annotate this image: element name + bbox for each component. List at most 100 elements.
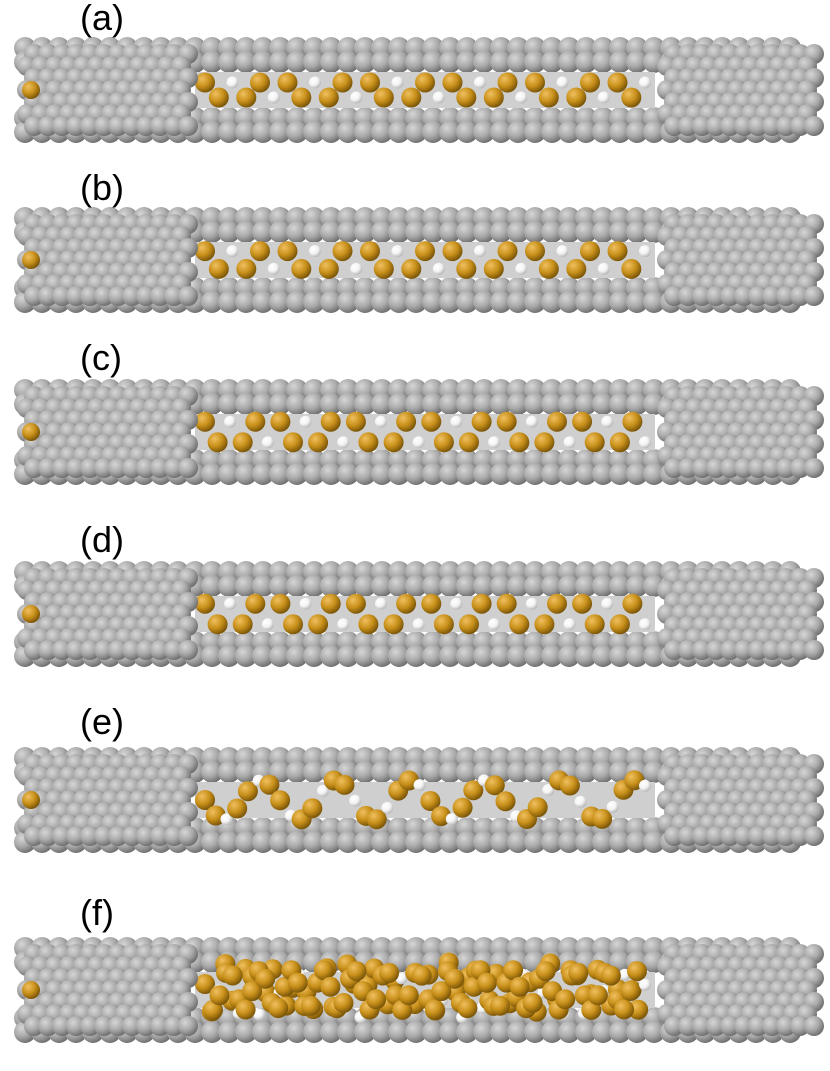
carbon-atom: [592, 121, 614, 143]
sulfur-atom: [401, 87, 422, 108]
carbon-atom: [286, 291, 308, 313]
carbon-atom: [405, 1021, 427, 1043]
carbon-atom: [422, 393, 444, 415]
carbon-atom: [439, 221, 461, 243]
carbon-atom: [575, 393, 597, 415]
sulfur-atom: [277, 72, 298, 93]
carbon-atom: [320, 291, 342, 313]
carbon-atom: [762, 116, 782, 136]
carbon-atom: [439, 291, 461, 313]
carbon-atom: [80, 1016, 100, 1036]
carbon-atom: [664, 640, 684, 660]
carbon-atom: [507, 221, 529, 243]
carbon-atom: [201, 645, 223, 667]
sulfur-atom: [559, 775, 580, 796]
carbon-atom: [80, 286, 100, 306]
carbon-atom: [94, 286, 114, 306]
carbon-atom: [164, 286, 184, 306]
sulfur-atom: [527, 797, 548, 818]
carbon-atom: [748, 286, 768, 306]
sulfur-atom: [584, 614, 605, 635]
carbon-atom: [388, 1021, 410, 1043]
carbon-atom: [405, 645, 427, 667]
sulfur-atom: [227, 798, 248, 819]
sulfur-atom: [463, 780, 484, 801]
carbon-atom: [38, 286, 58, 306]
carbon-atom: [122, 640, 142, 660]
carbon-atom: [405, 51, 427, 73]
sulfur-atom: [547, 411, 567, 432]
sulfur-atom: [300, 995, 321, 1016]
carbon-atom: [269, 1021, 291, 1043]
carbon-atom: [371, 645, 393, 667]
sulfur-atom: [235, 999, 256, 1020]
sulfur-atom: [255, 968, 276, 989]
carbon-atom: [490, 121, 512, 143]
carbon-atom: [303, 761, 325, 783]
sulfur-atom: [302, 798, 323, 819]
carbon-atom: [218, 393, 240, 415]
carbon-atom: [405, 221, 427, 243]
carbon-atom: [150, 286, 170, 306]
carbon-atom: [24, 1016, 44, 1036]
sulfur-atom: [242, 981, 263, 1002]
carbon-atom: [150, 1016, 170, 1036]
sulfur-atom: [568, 962, 589, 983]
carbon-atom: [507, 291, 529, 313]
carbon-atom: [218, 1021, 240, 1043]
sulfur-atom: [459, 614, 479, 635]
carbon-atom: [218, 463, 240, 485]
sulfur-atom: [622, 411, 643, 432]
carbon-atom: [558, 645, 580, 667]
carbon-atom: [473, 221, 495, 243]
carbon-atom: [252, 575, 274, 597]
carbon-atom: [235, 463, 257, 485]
carbon-atom: [558, 51, 580, 73]
carbon-atom: [734, 116, 754, 136]
carbon-atom: [422, 291, 444, 313]
carbon-atom: [804, 826, 824, 846]
carbon-atom: [164, 116, 184, 136]
carbon-atom: [524, 221, 546, 243]
carbon-atom: [473, 831, 495, 853]
sulfur-atom: [566, 258, 587, 279]
carbon-atom: [303, 121, 325, 143]
carbon-atom: [541, 121, 563, 143]
carbon-atom: [178, 286, 198, 306]
carbon-atom: [94, 458, 114, 478]
sulfur-atom: [22, 981, 40, 999]
sulfur-atom: [584, 432, 605, 453]
carbon-atom: [626, 291, 648, 313]
carbon-atom: [66, 458, 86, 478]
sulfur-atom: [496, 411, 517, 432]
sulfur-atom: [268, 998, 289, 1019]
carbon-atom: [490, 51, 512, 73]
sulfur-atom: [383, 432, 404, 453]
carbon-atom: [609, 51, 631, 73]
sulfur-atom: [22, 81, 40, 99]
carbon-atom: [456, 463, 478, 485]
sulfur-atom: [566, 87, 587, 108]
carbon-atom: [405, 121, 427, 143]
carbon-atom: [706, 458, 726, 478]
hydrogen-atom: [639, 76, 651, 89]
carbon-atom: [38, 640, 58, 660]
carbon-atom: [66, 286, 86, 306]
sulfur-atom: [607, 241, 628, 262]
carbon-atom: [541, 645, 563, 667]
sulfur-atom: [320, 411, 341, 432]
carbon-atom: [507, 393, 529, 415]
carbon-atom: [439, 463, 461, 485]
carbon-atom: [490, 831, 512, 853]
sulfur-atom: [232, 432, 253, 453]
carbon-atom: [354, 831, 376, 853]
sulfur-atom: [232, 614, 253, 635]
carbon-atom: [507, 463, 529, 485]
hydrogen-atom: [224, 415, 237, 428]
carbon-atom: [541, 393, 563, 415]
carbon-atom: [575, 831, 597, 853]
carbon-atom: [52, 286, 72, 306]
carbon-atom: [643, 121, 665, 143]
carbon-atom: [575, 51, 597, 73]
carbon-atom: [371, 831, 393, 853]
